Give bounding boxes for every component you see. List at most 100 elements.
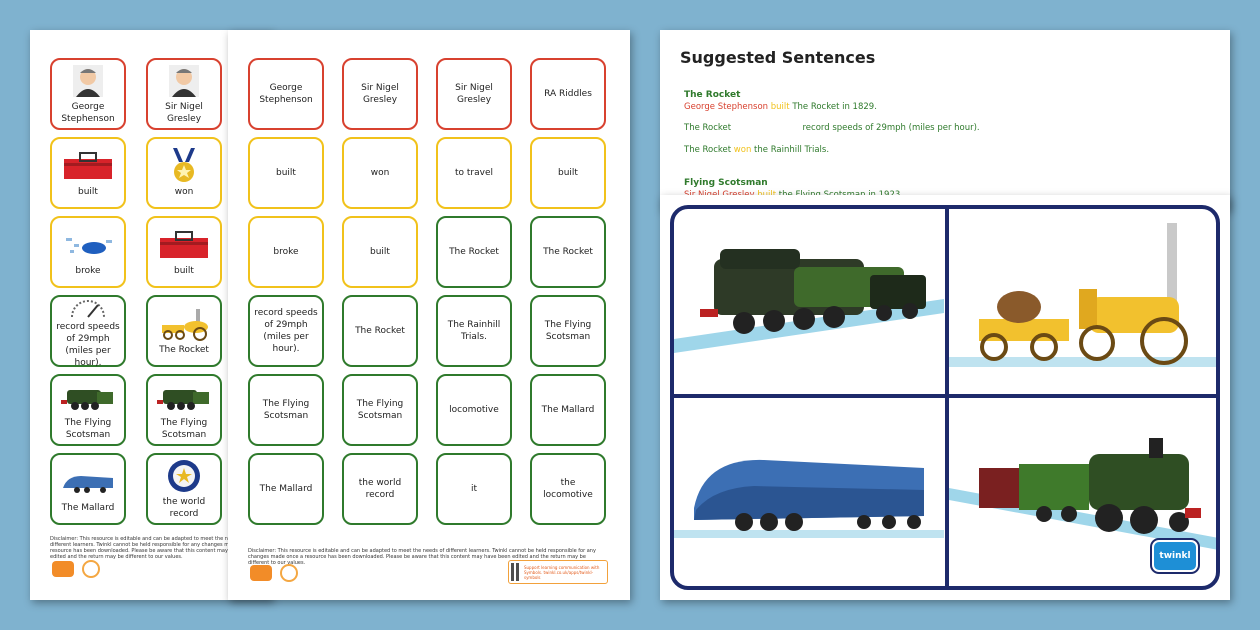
word-card: The Rocket xyxy=(342,295,418,367)
locomotive-pictures-sheet: twinkl xyxy=(660,195,1230,600)
sentences-heading-rocket: The Rocket xyxy=(684,90,741,100)
picture-card: the world record xyxy=(146,453,222,525)
word-card-label: The Mallard xyxy=(259,484,313,494)
picture-card: The Flying Scotsman xyxy=(146,374,222,446)
word-card: built xyxy=(530,137,606,209)
picture-card: The Mallard xyxy=(50,453,126,525)
word-card: The Flying Scotsman xyxy=(530,295,606,367)
quality-badge-icon xyxy=(82,560,100,578)
toolbox-icon xyxy=(154,227,214,263)
rocket-picture xyxy=(949,209,1216,393)
quality-badge-icon xyxy=(280,564,298,582)
picture-card-label: The Rocket xyxy=(159,345,209,355)
picture-card-label: built xyxy=(174,266,194,276)
word-card-label: The Rainhill Trials. xyxy=(447,320,501,342)
word-card-label: the locomotive xyxy=(543,478,593,500)
word-card-label: The Rocket xyxy=(449,247,499,257)
picture-card: built xyxy=(50,137,126,209)
word-card-label: Sir Nigel Gresley xyxy=(455,83,493,105)
portrait-icon xyxy=(154,63,214,99)
sentence-line-2: The Rocket record speeds of 29mph (miles… xyxy=(684,123,980,133)
picture-card-label: record speeds of 29mph (miles per hour). xyxy=(56,322,120,368)
word-card: the world record xyxy=(342,453,418,525)
steam-train-icon xyxy=(58,379,118,415)
steam-train-icon xyxy=(154,379,214,415)
word-card: The Rainhill Trials. xyxy=(436,295,512,367)
picture-card-label: The Mallard xyxy=(61,503,115,513)
word-card-label: built xyxy=(370,247,390,257)
word-card-label: The Rocket xyxy=(355,326,405,336)
picture-card-label: broke xyxy=(75,266,101,276)
qr-code-icon xyxy=(511,563,520,581)
word-card: the locomotive xyxy=(530,453,606,525)
word-card: The Flying Scotsman xyxy=(248,374,324,446)
medal-icon xyxy=(154,148,214,184)
toolbox-icon xyxy=(58,148,118,184)
word-card-label: built xyxy=(558,168,578,178)
word-card-label: Sir Nigel Gresley xyxy=(361,83,399,105)
footer-logos xyxy=(250,564,298,582)
word-card: The Rocket xyxy=(530,216,606,288)
word-card: The Flying Scotsman xyxy=(342,374,418,446)
word-card-label: The Rocket xyxy=(543,247,593,257)
word-card-label: it xyxy=(470,484,478,494)
picture-card: broke xyxy=(50,216,126,288)
blue-train-icon xyxy=(58,464,118,500)
picture-card-label: The Flying Scotsman xyxy=(160,418,208,440)
twinkl-mini-logo xyxy=(250,565,272,581)
sentences-title: Suggested Sentences xyxy=(680,48,876,67)
word-card: locomotive xyxy=(436,374,512,446)
word-card-label: RA Riddles xyxy=(544,89,592,99)
sentence-line-1: George Stephenson built The Rocket in 18… xyxy=(684,102,877,112)
mallard-picture xyxy=(674,398,944,582)
speedometer-icon xyxy=(58,293,118,319)
word-card: RA Riddles xyxy=(530,58,606,130)
word-card: George Stephenson xyxy=(248,58,324,130)
twinkl-mini-logo xyxy=(52,561,74,577)
word-card-label: George Stephenson xyxy=(259,83,313,105)
word-card: The Mallard xyxy=(530,374,606,446)
word-card-label: The Flying Scotsman xyxy=(356,399,404,421)
picture-card-label: The Flying Scotsman xyxy=(64,418,112,440)
picture-card: The Flying Scotsman xyxy=(50,374,126,446)
picture-card-label: George Stephenson xyxy=(61,102,115,124)
word-card: Sir Nigel Gresley xyxy=(436,58,512,130)
word-card: The Mallard xyxy=(248,453,324,525)
picture-card-label: Sir Nigel Gresley xyxy=(165,102,203,124)
qr-caption: Support learning communication with Symb… xyxy=(523,564,600,580)
word-card-label: won xyxy=(370,168,390,178)
picture-frame: twinkl xyxy=(670,205,1220,590)
picture-card: The Rocket xyxy=(146,295,222,367)
word-card: Sir Nigel Gresley xyxy=(342,58,418,130)
picture-card-label: the world record xyxy=(162,497,206,519)
disclaimer-text: Disclaimer: This resource is editable an… xyxy=(50,536,257,560)
word-card-label: The Flying Scotsman xyxy=(262,399,310,421)
word-card: built xyxy=(342,216,418,288)
word-card-label: The Flying Scotsman xyxy=(544,320,592,342)
word-card-label: the world record xyxy=(358,478,402,500)
rocket-locomotive-icon xyxy=(154,306,214,342)
sentences-heading-scotsman: Flying Scotsman xyxy=(684,178,768,188)
flying-scotsman-green-picture xyxy=(949,398,1216,582)
picture-card-label: built xyxy=(78,187,98,197)
sentence-line-3: The Rocket won the Rainhill Trials. xyxy=(684,145,830,155)
suggested-sentences-sheet: Suggested Sentences The Rocket George St… xyxy=(660,30,1230,210)
word-card-label: broke xyxy=(273,247,299,257)
word-card: built xyxy=(248,137,324,209)
picture-card: Sir Nigel Gresley xyxy=(146,58,222,130)
word-card-label: to travel xyxy=(454,168,493,178)
picture-card: record speeds of 29mph (miles per hour). xyxy=(50,293,126,368)
word-card: broke xyxy=(248,216,324,288)
flying-scotsman-picture xyxy=(674,209,944,393)
word-card: won xyxy=(342,137,418,209)
word-cards-sheet: George Stephenson Sir Nigel Gresley Sir Ni… xyxy=(228,30,630,600)
word-card-label: The Mallard xyxy=(541,405,595,415)
word-card-label: locomotive xyxy=(449,405,499,415)
word-card: it xyxy=(436,453,512,525)
disclaimer-text: Disclaimer: This resource is editable an… xyxy=(248,548,596,566)
word-card-label: record speeds of 29mph (miles per hour). xyxy=(254,308,318,354)
broken-pieces-icon xyxy=(58,227,118,263)
picture-card: George Stephenson xyxy=(50,58,126,130)
word-card: The Rocket xyxy=(436,216,512,288)
twinkl-logo: twinkl xyxy=(1152,540,1198,572)
